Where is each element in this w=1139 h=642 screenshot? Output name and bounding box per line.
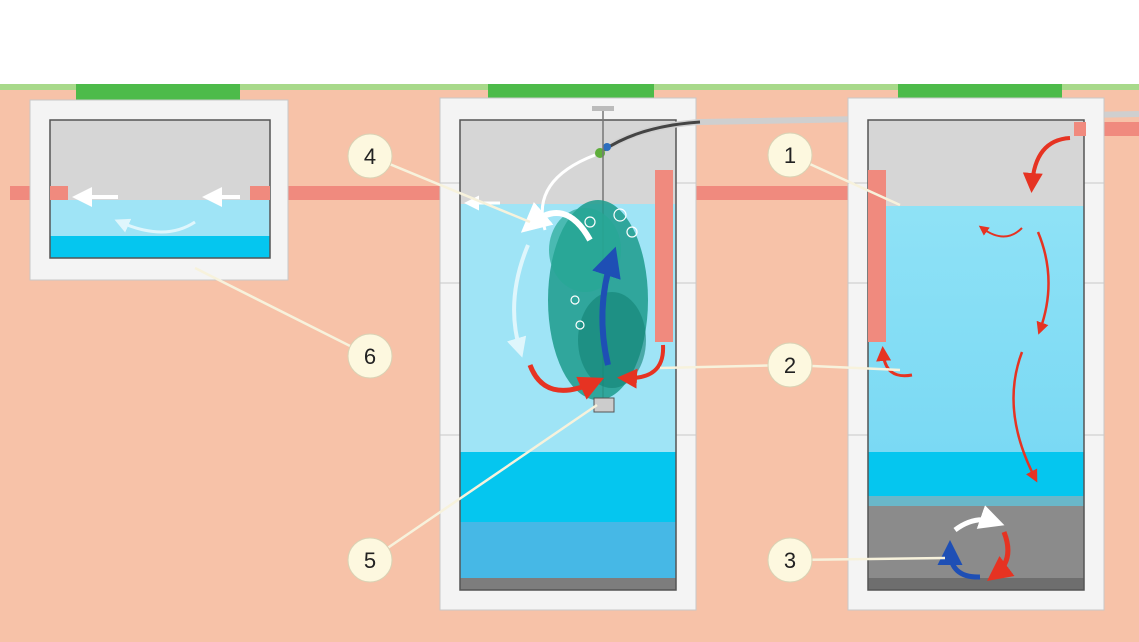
callout-5: 5 <box>347 537 393 583</box>
manhole-lid-icon <box>488 84 654 98</box>
callout-6: 6 <box>347 333 393 379</box>
callout-4: 4 <box>347 133 393 179</box>
tank-primary <box>847 84 1105 611</box>
callout-2: 2 <box>767 342 813 388</box>
callout-1: 1 <box>767 132 813 178</box>
callout-3: 3 <box>767 537 813 583</box>
callout-3-label: 3 <box>784 548 796 573</box>
callout-4-label: 4 <box>364 144 376 169</box>
callout-2-label: 2 <box>784 353 796 378</box>
manhole-lid-icon <box>898 84 1062 98</box>
callout-5-label: 5 <box>364 548 376 573</box>
callout-1-label: 1 <box>784 143 796 168</box>
callout-6-label: 6 <box>364 344 376 369</box>
sky <box>0 0 1139 88</box>
bio-media-icon <box>548 200 648 400</box>
tank-aeration <box>439 84 1139 611</box>
manhole-lid-icon <box>76 84 240 100</box>
tank-final-outlet <box>29 84 289 281</box>
